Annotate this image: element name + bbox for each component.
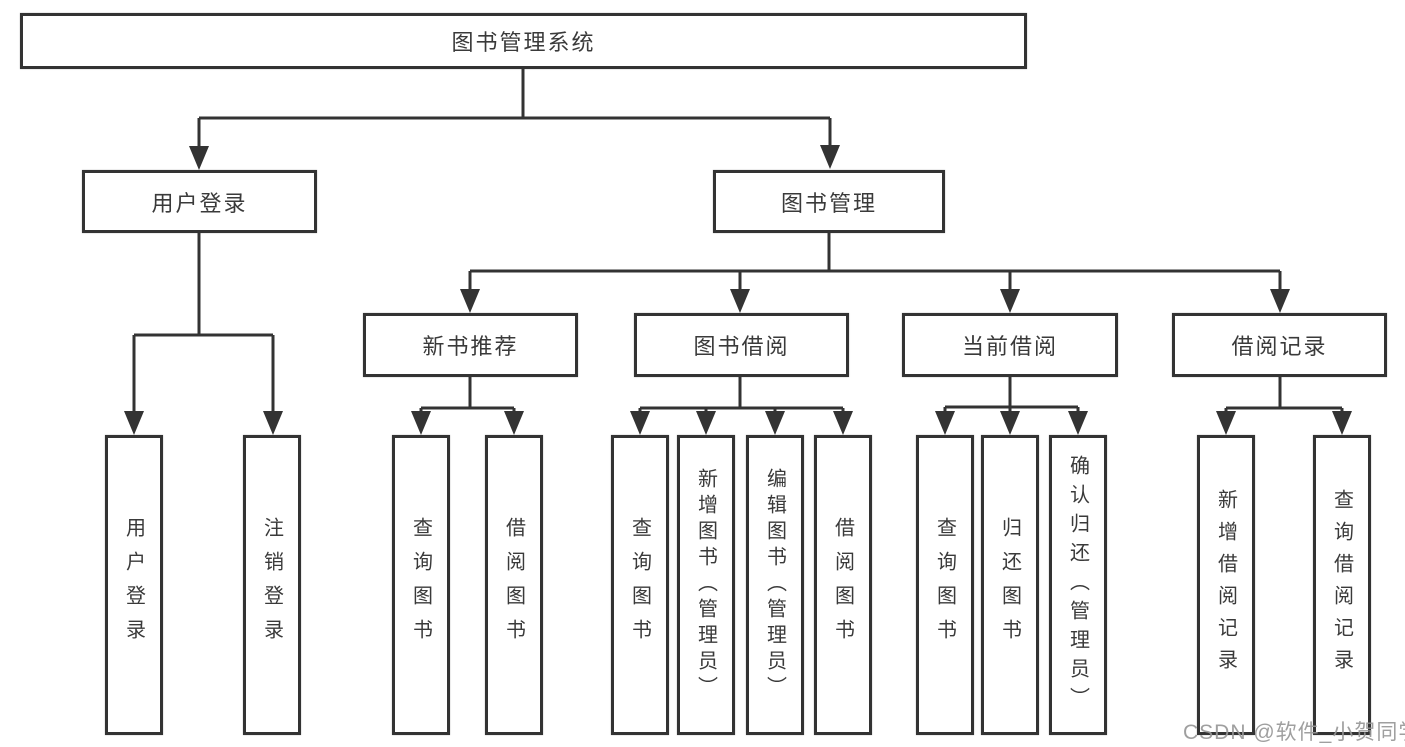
leaf-borrowing-borrow-books: 借阅图书: [814, 435, 872, 735]
node-new-book-recommend: 新书推荐: [363, 313, 578, 377]
leaf-recommend-query-books: 查询图书: [392, 435, 450, 735]
node-current-borrowing: 当前借阅: [902, 313, 1118, 377]
leaf-edit-books-admin: 编辑图书（管理员）: [746, 435, 804, 735]
leaf-recommend-borrow-books: 借阅图书: [485, 435, 543, 735]
node-borrowing-records: 借阅记录: [1172, 313, 1387, 377]
leaf-add-books-admin: 新增图书（管理员）: [677, 435, 735, 735]
leaf-borrowing-query-books: 查询图书: [611, 435, 669, 735]
leaf-return-books: 归还图书: [981, 435, 1039, 735]
csdn-watermark: CSDN @软件_小贺同学: [1183, 721, 1405, 744]
node-root: 图书管理系统: [20, 13, 1027, 69]
node-book-management: 图书管理: [713, 170, 945, 233]
node-user-login: 用户登录: [82, 170, 317, 233]
leaf-confirm-return-admin: 确认归还（管理员）: [1049, 435, 1107, 735]
node-book-borrowing: 图书借阅: [634, 313, 849, 377]
leaf-current-query-books: 查询图书: [916, 435, 974, 735]
leaf-add-borrow-record: 新增借阅记录: [1197, 435, 1255, 735]
leaf-query-borrow-record: 查询借阅记录: [1313, 435, 1371, 735]
leaf-user-login: 用户登录: [105, 435, 163, 735]
leaf-logout: 注销登录: [243, 435, 301, 735]
